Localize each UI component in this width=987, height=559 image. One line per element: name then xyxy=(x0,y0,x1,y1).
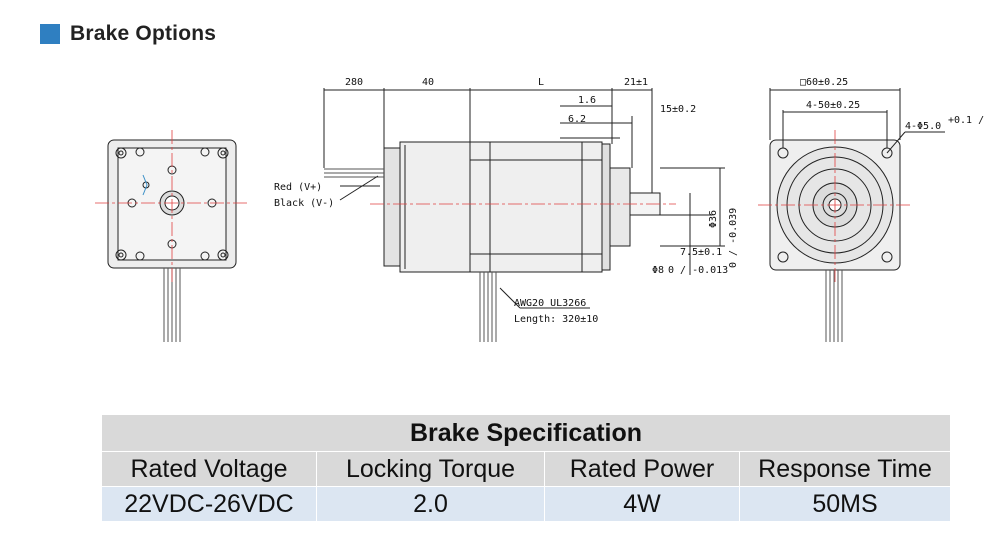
value-rated-voltage: 22VDC-26VDC xyxy=(101,486,317,522)
dim-square: □60±0.25 xyxy=(800,77,848,88)
value-locking-torque: 2.0 xyxy=(316,486,545,522)
col-response-time: Response Time xyxy=(738,451,952,487)
dim-6-2: 6.2 xyxy=(568,114,586,125)
section-title: Brake Options xyxy=(70,22,217,45)
dim-holes: 4-Φ5.0 xyxy=(905,121,941,132)
brake-spec-table: Brake Specification Rated Voltage Lockin… xyxy=(100,414,952,522)
table-caption: Brake Specification xyxy=(100,414,952,452)
dim-bolt-pitch: 4-50±0.25 xyxy=(806,100,860,111)
side-view xyxy=(323,88,725,342)
dim-shaft-8: Φ8 xyxy=(652,265,664,276)
dim-40: 40 xyxy=(422,77,434,88)
dim-holes-tol: +0.1 / 0 xyxy=(948,115,987,126)
cable-length: Length: 320±10 xyxy=(514,314,598,325)
section-header: Brake Options xyxy=(40,22,216,46)
dim-l: L xyxy=(538,77,544,88)
wire-black-label: Black (V-) xyxy=(274,198,334,209)
table-row: 22VDC-26VDC 2.0 4W 50MS xyxy=(101,486,952,522)
dim-280: 280 xyxy=(345,77,363,88)
value-rated-power: 4W xyxy=(544,486,740,522)
dim-flat: 7.5±0.1 xyxy=(680,247,722,258)
dim-1-6: 1.6 xyxy=(578,95,596,106)
wire-red-label: Red (V+) xyxy=(274,182,322,193)
dim-21: 21±1 xyxy=(624,77,648,88)
dim-shaft-36-tol: 0 / -0.039 xyxy=(728,208,739,268)
dim-shaft-36: Φ36 xyxy=(708,210,719,228)
dim-15: 15±0.2 xyxy=(660,104,696,115)
dim-shaft-8-tol: 0 / -0.013 xyxy=(668,265,728,276)
col-locking-torque: Locking Torque xyxy=(316,451,545,487)
col-rated-power: Rated Power xyxy=(544,451,740,487)
motor-technical-drawing: 280 40 L 21±1 1.6 15±0.2 6.2 Red (V+) Bl… xyxy=(95,77,987,342)
section-marker-icon xyxy=(40,24,60,44)
value-response-time: 50MS xyxy=(738,486,952,522)
col-rated-voltage: Rated Voltage xyxy=(101,451,317,487)
cable-spec: AWG20 UL3266 xyxy=(514,298,586,309)
